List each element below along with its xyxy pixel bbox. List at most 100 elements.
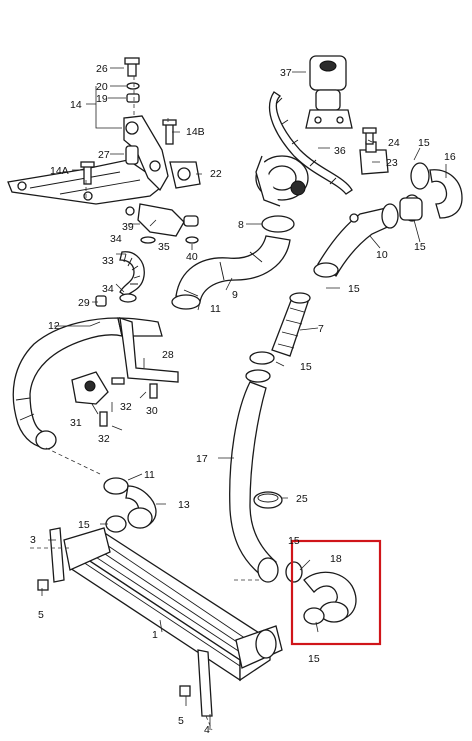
clamp-15-h [303, 607, 325, 625]
clip-40 [185, 236, 199, 244]
ring-25 [253, 491, 283, 509]
hose-16 [429, 169, 463, 219]
part-labels: 1 3 4 5 5 7 8 9 10 11 11 12 13 14 14A 14… [30, 63, 456, 736]
clip-39 [125, 206, 135, 216]
label-4: 4 [204, 724, 210, 736]
clamp-11-top [171, 294, 201, 310]
label-31: 31 [70, 417, 82, 429]
valve-35 [137, 203, 199, 237]
label-28: 28 [162, 349, 174, 361]
label-22: 22 [210, 168, 222, 180]
hose-33 [119, 251, 145, 297]
bolt-5-left [37, 579, 49, 591]
label-13: 13 [178, 499, 190, 511]
label-32a: 32 [120, 401, 132, 413]
clamp-15-e [249, 351, 275, 365]
bush-27 [125, 145, 139, 165]
sensor-23 [359, 141, 389, 175]
label-15g: 15 [308, 653, 320, 665]
bolt-32-a [111, 377, 125, 385]
clamp-15-c [410, 162, 430, 190]
hose-18 [303, 571, 357, 623]
pipe-17 [229, 381, 279, 583]
label-20: 20 [96, 81, 108, 93]
leader-lines [41, 67, 447, 730]
bolt-30 [149, 383, 158, 399]
label-34b: 34 [102, 283, 114, 295]
label-8: 8 [238, 219, 244, 231]
label-3: 3 [30, 534, 36, 546]
bolt-14A [80, 161, 95, 185]
label-36: 36 [334, 145, 346, 157]
turbo-outlet [255, 155, 309, 207]
label-5a: 5 [38, 609, 44, 621]
mount-31 [71, 371, 109, 405]
bracket-3 [49, 527, 65, 583]
bracket-28 [119, 317, 179, 383]
clamp-34-top [140, 236, 156, 244]
label-11b: 11 [144, 469, 155, 481]
bolt-26 [124, 57, 140, 77]
label-1: 1 [152, 629, 158, 641]
support-bracket [7, 115, 169, 205]
label-17: 17 [196, 453, 208, 465]
label-18: 18 [330, 553, 342, 565]
label-15e: 15 [78, 519, 90, 531]
label-14B: 14B [186, 126, 205, 138]
egr-valve-37 [305, 55, 353, 129]
label-15f: 15 [288, 535, 300, 547]
label-7: 7 [318, 323, 324, 335]
label-19: 19 [96, 93, 108, 105]
sleeve-15 [399, 197, 423, 221]
clamp-15-left [105, 515, 127, 533]
pipe-36 [268, 91, 353, 195]
dashed-guides [30, 76, 260, 731]
label-32b: 32 [98, 433, 110, 445]
hose-9 [175, 235, 291, 303]
label-27: 27 [98, 149, 110, 161]
clamp-11-bottom [103, 477, 129, 495]
label-11a: 11 [210, 303, 221, 315]
label-30: 30 [146, 405, 158, 417]
label-29: 29 [78, 297, 90, 309]
label-12: 12 [48, 320, 60, 332]
hose-13 [125, 485, 157, 529]
label-35: 35 [158, 241, 170, 253]
label-16: 16 [444, 151, 456, 163]
label-9: 9 [232, 289, 238, 301]
label-33: 33 [102, 255, 114, 267]
clamp-15-d [313, 262, 339, 278]
nut-29 [95, 295, 107, 307]
label-25: 25 [296, 493, 308, 505]
label-14A: 14A [50, 165, 69, 177]
hose-7 [271, 292, 311, 357]
label-39: 39 [122, 221, 134, 233]
label-34a: 34 [110, 233, 122, 245]
label-15b: 15 [414, 241, 426, 253]
washer-20 [126, 82, 140, 90]
label-23: 23 [386, 157, 398, 169]
bolt-14B [162, 119, 177, 145]
label-10: 10 [376, 249, 388, 261]
bolt-32-b [99, 411, 108, 427]
clamp-8 [261, 215, 295, 233]
label-26: 26 [96, 63, 108, 75]
clamp-15-f [245, 369, 271, 383]
label-15c: 15 [348, 283, 360, 295]
clamp-15-a [381, 203, 399, 229]
mount-22 [169, 161, 201, 189]
label-37: 37 [280, 67, 292, 79]
bolt-24 [362, 127, 377, 145]
highlight-box [290, 539, 382, 646]
label-15d: 15 [300, 361, 312, 373]
clamp-15-g [285, 561, 303, 583]
bolt-5-bottom [179, 685, 191, 697]
label-14: 14 [70, 99, 82, 111]
label-24: 24 [388, 137, 400, 149]
label-40: 40 [186, 251, 198, 263]
intercooler-1 [63, 527, 283, 682]
nut-19 [126, 93, 140, 103]
label-5b: 5 [178, 715, 184, 727]
label-15a: 15 [418, 137, 430, 149]
